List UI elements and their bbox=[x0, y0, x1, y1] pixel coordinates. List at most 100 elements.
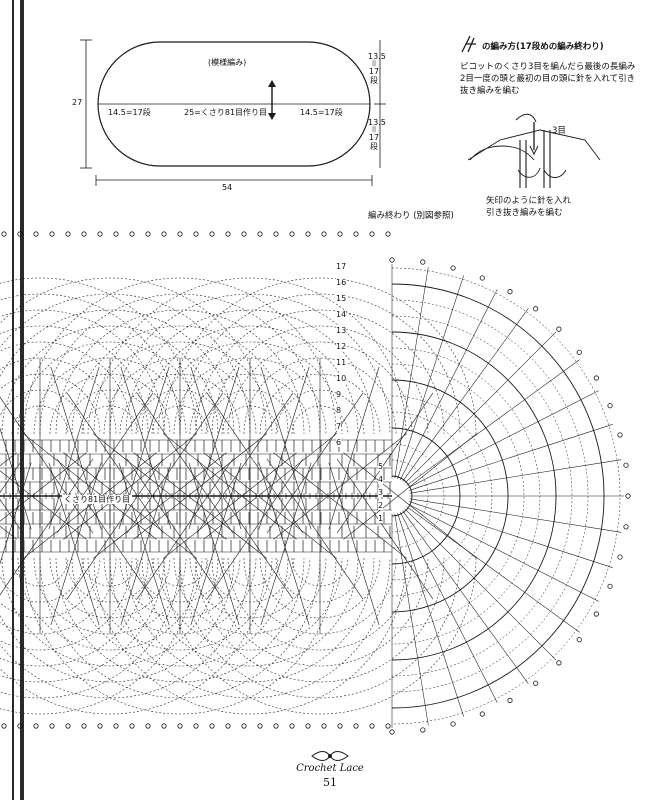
picot bbox=[369, 723, 375, 729]
picot bbox=[305, 231, 311, 237]
scallop-arc bbox=[0, 557, 235, 683]
instructions-body-line-1: ピコットのくさり3目を編んだら最後の長編み bbox=[460, 62, 636, 72]
picot bbox=[177, 723, 183, 729]
scallop-arc bbox=[227, 557, 413, 651]
scallop-spoke bbox=[0, 470, 87, 540]
scallop-spoke bbox=[23, 452, 157, 559]
scallop-spoke bbox=[93, 433, 227, 540]
scallop-spoke bbox=[0, 427, 32, 530]
picot bbox=[289, 723, 295, 729]
scallop-arc bbox=[93, 277, 407, 435]
scallop-spoke bbox=[118, 462, 170, 626]
picot bbox=[97, 231, 103, 237]
instructions-body-line-3: 抜き編みを編む bbox=[460, 86, 520, 96]
row-number: 16 bbox=[336, 278, 347, 287]
scallop-spoke bbox=[133, 452, 267, 559]
picot bbox=[625, 493, 631, 499]
picot bbox=[321, 231, 327, 237]
picot bbox=[193, 723, 199, 729]
end-spoke bbox=[394, 266, 429, 479]
end-spoke bbox=[399, 289, 498, 481]
instructions-title: の編み方(17段めの編み終わり) bbox=[482, 42, 604, 52]
scallop-spoke bbox=[196, 458, 294, 600]
scallop-spoke bbox=[273, 452, 407, 559]
schematic-right-segment: 14.5=17段 bbox=[300, 108, 343, 117]
scallop-spoke bbox=[163, 452, 297, 559]
scallop-arc bbox=[189, 373, 311, 435]
schematic-bottom-right-label: 13.5 || 17 段 bbox=[368, 118, 386, 151]
scallop-spoke bbox=[93, 452, 227, 559]
row-number: 3 bbox=[378, 488, 384, 497]
scallop-arc bbox=[39, 293, 321, 435]
scallop-arc bbox=[49, 557, 171, 619]
schematic-top-right-label: 13.5 || 17 段 bbox=[368, 52, 386, 85]
row-number: 13 bbox=[336, 326, 347, 335]
end-spoke bbox=[406, 506, 580, 633]
scallop-spoke bbox=[0, 396, 94, 534]
scallop-arc bbox=[205, 557, 295, 603]
scallop-spoke bbox=[206, 392, 304, 534]
scallop-arc bbox=[0, 557, 267, 715]
picot bbox=[337, 723, 343, 729]
end-spoke bbox=[406, 359, 580, 486]
end-spoke bbox=[407, 390, 599, 489]
scallop-spoke bbox=[66, 392, 164, 534]
foundation-chain-label: くさり81目作り目 bbox=[62, 495, 133, 504]
scallop-arc bbox=[163, 557, 477, 715]
end-spoke bbox=[394, 513, 429, 726]
scallop-spoke bbox=[48, 366, 100, 530]
scallop-arc bbox=[87, 557, 273, 651]
picot bbox=[507, 697, 513, 703]
picot bbox=[450, 721, 456, 727]
scallop-arc bbox=[0, 557, 165, 683]
scallop-arc bbox=[227, 341, 413, 435]
scallop-spoke bbox=[188, 462, 240, 626]
picot bbox=[479, 711, 485, 717]
scallop-arc bbox=[211, 557, 429, 667]
picot bbox=[385, 723, 391, 729]
end-ring bbox=[391, 299, 589, 693]
picot bbox=[533, 680, 539, 686]
scallop-arc bbox=[71, 325, 289, 435]
scallop-arc bbox=[0, 557, 149, 667]
scallop-arc bbox=[211, 325, 429, 435]
picot bbox=[607, 583, 613, 589]
picot bbox=[1, 723, 7, 729]
scallop-spoke bbox=[66, 458, 164, 600]
scallop-arc bbox=[179, 293, 461, 435]
scallop-spoke bbox=[260, 366, 312, 530]
scallop-spoke bbox=[266, 458, 364, 600]
picot bbox=[273, 723, 279, 729]
scallop-spoke bbox=[206, 458, 304, 600]
scallop-spoke bbox=[190, 366, 242, 530]
scallop-arc bbox=[0, 309, 235, 435]
page-spine-right bbox=[20, 0, 24, 800]
picot bbox=[129, 231, 135, 237]
picot bbox=[289, 231, 295, 237]
scallop-arc bbox=[87, 341, 273, 435]
row-number: 17 bbox=[336, 262, 347, 271]
scallop-spoke bbox=[23, 433, 157, 540]
picot bbox=[177, 231, 183, 237]
scallop-spoke bbox=[0, 452, 17, 467]
picot bbox=[161, 231, 167, 237]
scallop-spoke bbox=[328, 366, 380, 530]
end-spoke bbox=[397, 513, 464, 717]
finish-label: 編み終わり (別図参照) bbox=[368, 211, 454, 221]
scallop-arc bbox=[259, 373, 381, 435]
row-number: 8 bbox=[336, 406, 342, 415]
scallop-arc bbox=[0, 389, 85, 435]
row-number: 2 bbox=[378, 501, 384, 510]
picot bbox=[623, 524, 629, 530]
picot bbox=[576, 637, 582, 643]
scallop-arc bbox=[0, 557, 197, 715]
row-number: 11 bbox=[336, 358, 347, 367]
footer-title: Crochet Lace bbox=[296, 763, 364, 774]
picot bbox=[617, 554, 623, 560]
end-spoke bbox=[409, 459, 622, 494]
picot bbox=[1, 231, 7, 237]
scallop-spoke bbox=[0, 525, 17, 540]
scallop-arc bbox=[0, 557, 251, 699]
scallop-spoke bbox=[120, 366, 172, 530]
